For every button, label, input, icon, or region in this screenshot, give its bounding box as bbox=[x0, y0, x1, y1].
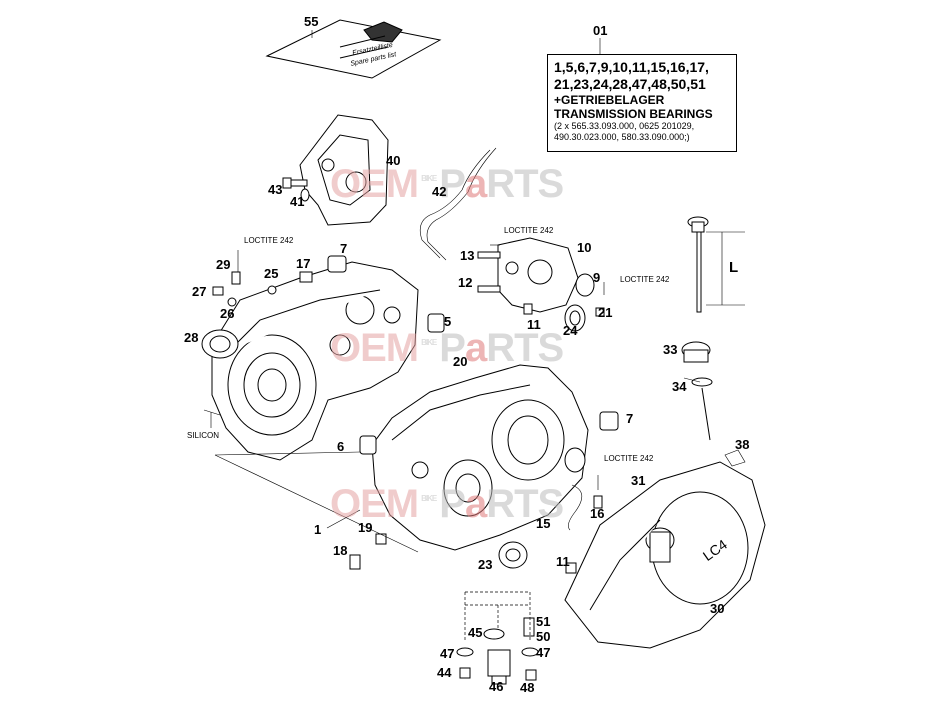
loctite-note: LOCTITE 242 bbox=[620, 275, 670, 284]
callout-26: 26 bbox=[220, 306, 235, 321]
callout-33: 33 bbox=[663, 342, 678, 357]
kit-line: TRANSMISSION BEARINGS bbox=[554, 107, 713, 121]
bearing-housing bbox=[497, 237, 579, 313]
callout-48: 48 bbox=[520, 680, 535, 695]
callout-11: 11 bbox=[527, 317, 541, 332]
callout-7: 7 bbox=[626, 411, 634, 426]
callout-38: 38 bbox=[735, 437, 750, 452]
callout-27: 27 bbox=[192, 284, 207, 299]
callout-29: 29 bbox=[216, 257, 231, 272]
manual-booklet bbox=[265, 19, 442, 79]
callout-16: 16 bbox=[590, 506, 605, 521]
dashed-guides bbox=[464, 591, 531, 640]
callout-31: 31 bbox=[631, 473, 646, 488]
callout-21: 21 bbox=[598, 305, 613, 320]
kit-line: 1,5,6,7,9,10,11,15,16,17, bbox=[554, 59, 709, 75]
screw-43 bbox=[282, 177, 310, 202]
callout-5: 5 bbox=[444, 314, 452, 329]
callout-50: 50 bbox=[536, 629, 551, 644]
oil-strainer-46 bbox=[487, 649, 511, 685]
sprocket-cover bbox=[299, 114, 389, 226]
loctite-note: LOCTITE 242 bbox=[244, 236, 294, 245]
drain-bolts bbox=[349, 533, 539, 681]
loctite-note: LOCTITE 242 bbox=[504, 226, 554, 235]
kit-line: 21,23,24,28,47,48,50,51 bbox=[554, 76, 706, 92]
dipstick bbox=[687, 216, 709, 313]
callout-25: 25 bbox=[264, 266, 279, 281]
loctite-note: LOCTITE 242 bbox=[604, 454, 654, 463]
left-crankcase bbox=[211, 261, 419, 461]
right-crankcase bbox=[371, 364, 589, 551]
callout-1: 1 bbox=[314, 522, 322, 537]
gasket-ring bbox=[201, 329, 239, 359]
callout-23: 23 bbox=[478, 557, 493, 572]
oil-filler-plug bbox=[681, 341, 713, 441]
bearing-9 bbox=[575, 273, 595, 297]
chain-guide bbox=[419, 149, 491, 259]
callout-46: 46 bbox=[489, 679, 504, 694]
callout-10: 10 bbox=[577, 240, 592, 255]
callout-47: 47 bbox=[536, 645, 551, 660]
callout-12: 12 bbox=[458, 275, 473, 290]
circlip-15 bbox=[568, 484, 583, 531]
kit-number: 01 bbox=[593, 23, 608, 38]
silicon-note: SILICON bbox=[187, 431, 220, 440]
callout-41: 41 bbox=[290, 194, 305, 209]
kit-contents-box: 1,5,6,7,9,10,11,15,16,17, 21,23,24,28,47… bbox=[547, 54, 737, 152]
callout-42: 42 bbox=[432, 184, 447, 199]
callout-9: 9 bbox=[593, 270, 601, 285]
callout-18: 18 bbox=[333, 543, 348, 558]
callout-44: 44 bbox=[437, 665, 452, 680]
callout-40: 40 bbox=[386, 153, 401, 168]
clutch-cover bbox=[564, 461, 766, 649]
callout-28: 28 bbox=[184, 330, 199, 345]
callout-20: 20 bbox=[453, 354, 468, 369]
oil-seal-24 bbox=[564, 304, 586, 332]
callout-11: 11 bbox=[556, 554, 570, 569]
callout-55: 55 bbox=[304, 14, 319, 29]
callout-24: 24 bbox=[563, 323, 578, 338]
dimension-label: L bbox=[729, 259, 739, 276]
callout-15: 15 bbox=[536, 516, 551, 531]
callout-51: 51 bbox=[536, 614, 551, 629]
callout-13: 13 bbox=[460, 248, 475, 263]
callout-43: 43 bbox=[268, 182, 283, 197]
callout-45: 45 bbox=[468, 625, 483, 640]
callout-17: 17 bbox=[296, 256, 311, 271]
kit-detail: (2 x 565.33.093.000, 0625 201029, bbox=[554, 121, 695, 131]
callout-6: 6 bbox=[337, 439, 345, 454]
kit-detail: 490.30.023.000, 580.33.090.000;) bbox=[554, 132, 690, 142]
leader-lines bbox=[203, 30, 701, 553]
callout-7: 7 bbox=[340, 241, 348, 256]
kit-line: +GETRIEBELAGER bbox=[554, 93, 665, 107]
oil-seal-23 bbox=[498, 541, 528, 569]
callout-47: 47 bbox=[440, 646, 455, 661]
callout-19: 19 bbox=[358, 520, 373, 535]
bracket-38 bbox=[724, 449, 746, 467]
bushings bbox=[299, 255, 619, 455]
small-parts bbox=[212, 251, 605, 574]
callout-34: 34 bbox=[672, 379, 687, 394]
callout-30: 30 bbox=[710, 601, 725, 616]
